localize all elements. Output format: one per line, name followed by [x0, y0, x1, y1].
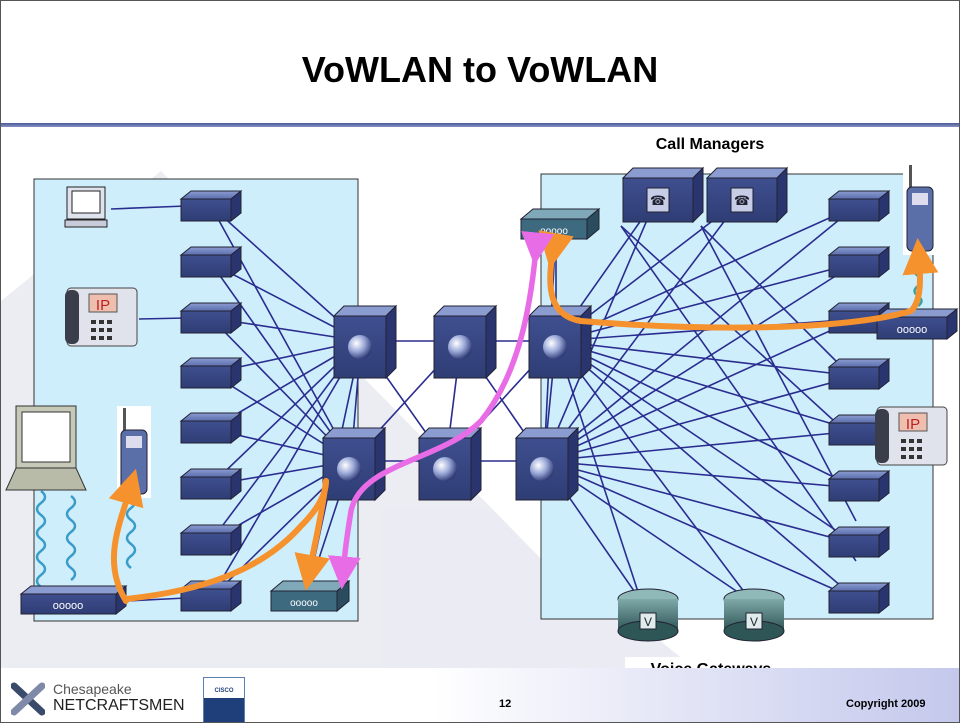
access-switch-icon	[827, 581, 891, 615]
access-switch-icon	[179, 411, 243, 445]
access-switch-icon	[179, 189, 243, 223]
wireless-handset-icon	[903, 163, 937, 255]
call-manager-icon: ☎	[705, 166, 789, 224]
svg-text:ooooo: ooooo	[53, 600, 84, 612]
multilayer-switch-icon	[417, 426, 483, 502]
access-switch-icon	[179, 467, 243, 501]
wlan-controller-icon: ooooo	[269, 579, 351, 613]
access-switch-icon	[179, 245, 243, 279]
call-manager-icon: ☎	[621, 166, 705, 224]
voice-gateway-router-icon: V	[617, 588, 679, 642]
gateway-label: V	[644, 615, 652, 629]
wlan-controller-icon: ooooo	[519, 207, 601, 241]
access-switch-icon	[827, 189, 891, 223]
ip-phone-icon: IP	[65, 287, 138, 347]
access-switch-icon	[827, 301, 891, 335]
multilayer-switch-icon	[514, 426, 580, 502]
page-number: 12	[499, 698, 512, 710]
call-managers-label: Call Managers	[628, 133, 792, 157]
access-point-icon: ooooo	[875, 307, 959, 341]
call-managers: ☎ ☎	[621, 166, 789, 224]
copyright-text: Copyright 2009	[846, 698, 926, 710]
svg-text:ooooo: ooooo	[290, 598, 318, 609]
access-switch-icon	[179, 301, 243, 335]
access-switch-icon	[827, 525, 891, 559]
left-access-switches	[179, 189, 243, 613]
svg-text:ooooo: ooooo	[897, 324, 928, 336]
ip-phone-label: IP	[96, 297, 110, 314]
page-title: VoWLAN to VoWLAN	[301, 49, 659, 90]
ip-phone-label: IP	[906, 416, 920, 433]
voice-gateway-router-icon: V	[723, 588, 785, 642]
access-switch-icon	[827, 245, 891, 279]
svg-text:☎: ☎	[734, 194, 750, 209]
cisco-partner-band	[204, 698, 244, 722]
svg-text:☎: ☎	[650, 194, 666, 209]
ip-phone-icon: IP	[875, 406, 948, 466]
access-switch-icon	[179, 356, 243, 390]
call-path-right	[538, 230, 939, 331]
cisco-partner-word: CISCO	[214, 688, 234, 694]
workstation-icon	[64, 186, 108, 228]
call-path-to-controller	[294, 478, 330, 591]
signal-path	[327, 230, 555, 590]
access-switch-icon	[827, 413, 891, 447]
call-path-left	[108, 468, 144, 604]
logo-line-chesapeake: Chesapeake	[53, 681, 132, 697]
gateway-label: V	[750, 615, 758, 629]
svg-text:ooooo: ooooo	[540, 226, 568, 237]
access-switch-icon	[179, 579, 243, 613]
netcraftsmen-logo-icon	[11, 682, 45, 716]
multilayer-switch-icon	[332, 304, 398, 380]
cisco-partner-badge: CISCO	[203, 677, 245, 722]
multilayer-switch-icon	[432, 304, 498, 380]
multilayer-switch-icon	[321, 426, 387, 502]
wireless-handset-icon	[117, 406, 151, 498]
access-switch-icon	[179, 523, 243, 557]
multilayer-switch-icon	[527, 304, 593, 380]
access-point-icon: ooooo	[19, 584, 128, 616]
access-switch-icon	[827, 469, 891, 503]
footer-bar	[1, 668, 959, 722]
access-switch-icon	[827, 357, 891, 391]
logo-line-netcraftsmen: NETCRAFTSMEN	[53, 697, 185, 714]
title-rule	[1, 123, 959, 127]
laptop-icon	[5, 405, 87, 491]
